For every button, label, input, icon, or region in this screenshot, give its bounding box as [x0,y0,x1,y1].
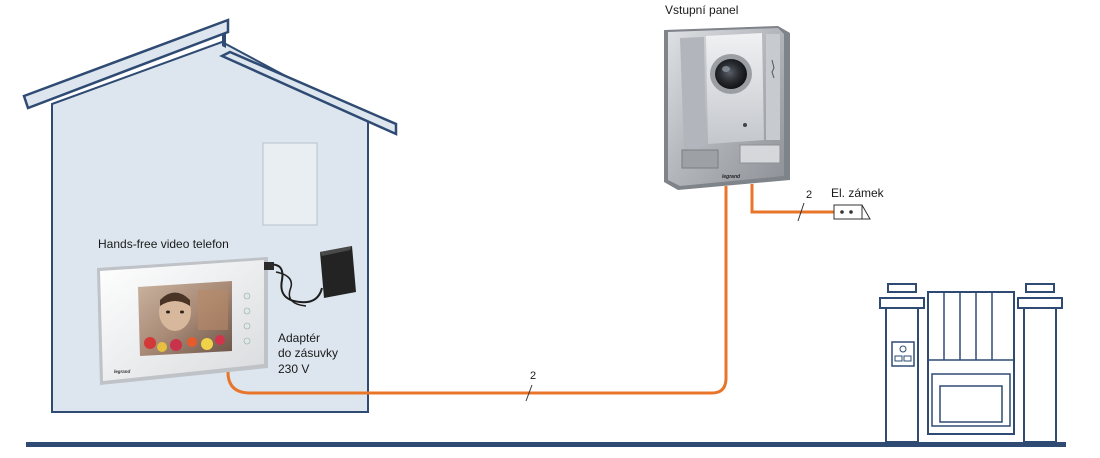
house-roof-right [219,50,398,136]
monitor-brand-logo: legrand [114,369,131,374]
house-roof-left [22,18,230,110]
gate-door [927,291,1015,435]
adapter-label-line3: 230 V [278,362,310,376]
electric-lock-icon [833,204,871,220]
monitor-button-1 [243,292,251,300]
monitor-button-4 [243,337,251,345]
wire-count-tick-main [525,384,533,402]
ground-line [26,442,1066,447]
bus-wire [226,186,728,402]
handsfree-label: Hands-free video telefon [98,237,229,251]
call-button-right [739,144,781,164]
panel-brand-logo: legrand [722,174,741,180]
gate [879,283,1063,443]
power-adapter-device [264,246,356,307]
wire-count-lock: 2 [806,189,813,201]
monitor-button-2 [243,307,251,315]
adapter-label-line2: do zásuvky [278,346,339,360]
gate-mini-entry-panel [891,341,915,367]
camera-lens-icon [710,54,752,94]
wire-count-main: 2 [530,370,537,382]
call-button-left [681,149,719,169]
video-monitor-device: legrand [97,257,268,385]
gate-right-pillar [1017,283,1063,443]
entry-panel-device: legrand [664,26,790,190]
monitor-button-3 [243,322,251,330]
entry-panel-label: Vstupní panel [665,3,739,17]
house-window [262,142,318,226]
lock-label: El. zámek [831,186,884,200]
gate-left-pillar [879,283,925,443]
lock-wire [750,184,834,222]
adapter-label-line1: Adaptér [278,331,321,345]
wire-count-tick-lock [797,202,805,222]
